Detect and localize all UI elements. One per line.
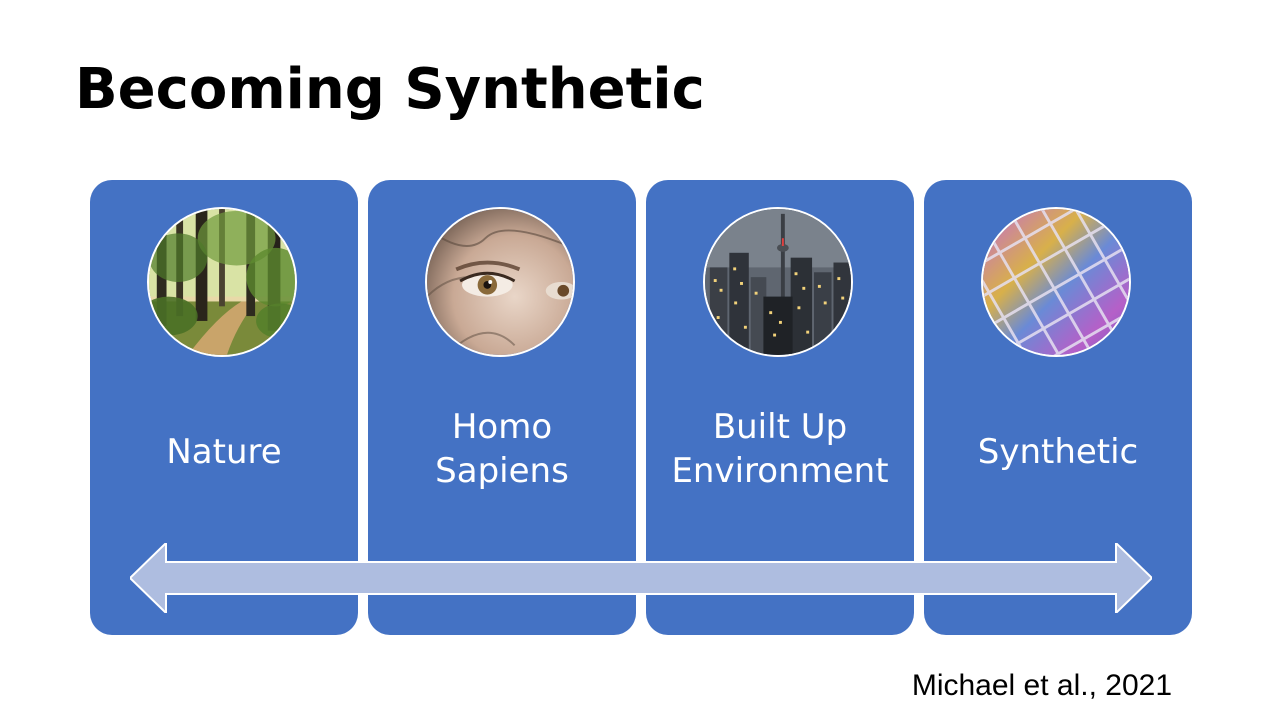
forest-photo	[147, 207, 297, 357]
card-label-built-up-environment: Built Up Environment	[671, 407, 889, 491]
card-nature: Nature	[90, 180, 358, 635]
card-label-homo-sapiens: Homo Sapiens	[435, 407, 569, 491]
city-skyline-photo	[703, 207, 853, 357]
silicon-wafer-photo	[981, 207, 1131, 357]
card-homo-sapiens: Homo Sapiens	[368, 180, 636, 635]
double-arrow-icon	[130, 543, 1152, 613]
card-label-nature: Nature	[166, 432, 282, 472]
human-eye-photo	[425, 207, 575, 357]
card-built-up-environment: Built Up Environment	[646, 180, 914, 635]
slide-title: Becoming Synthetic	[75, 57, 705, 122]
card-synthetic: Synthetic	[924, 180, 1192, 635]
card-label-synthetic: Synthetic	[977, 432, 1139, 472]
citation: Michael et al., 2021	[911, 669, 1172, 702]
